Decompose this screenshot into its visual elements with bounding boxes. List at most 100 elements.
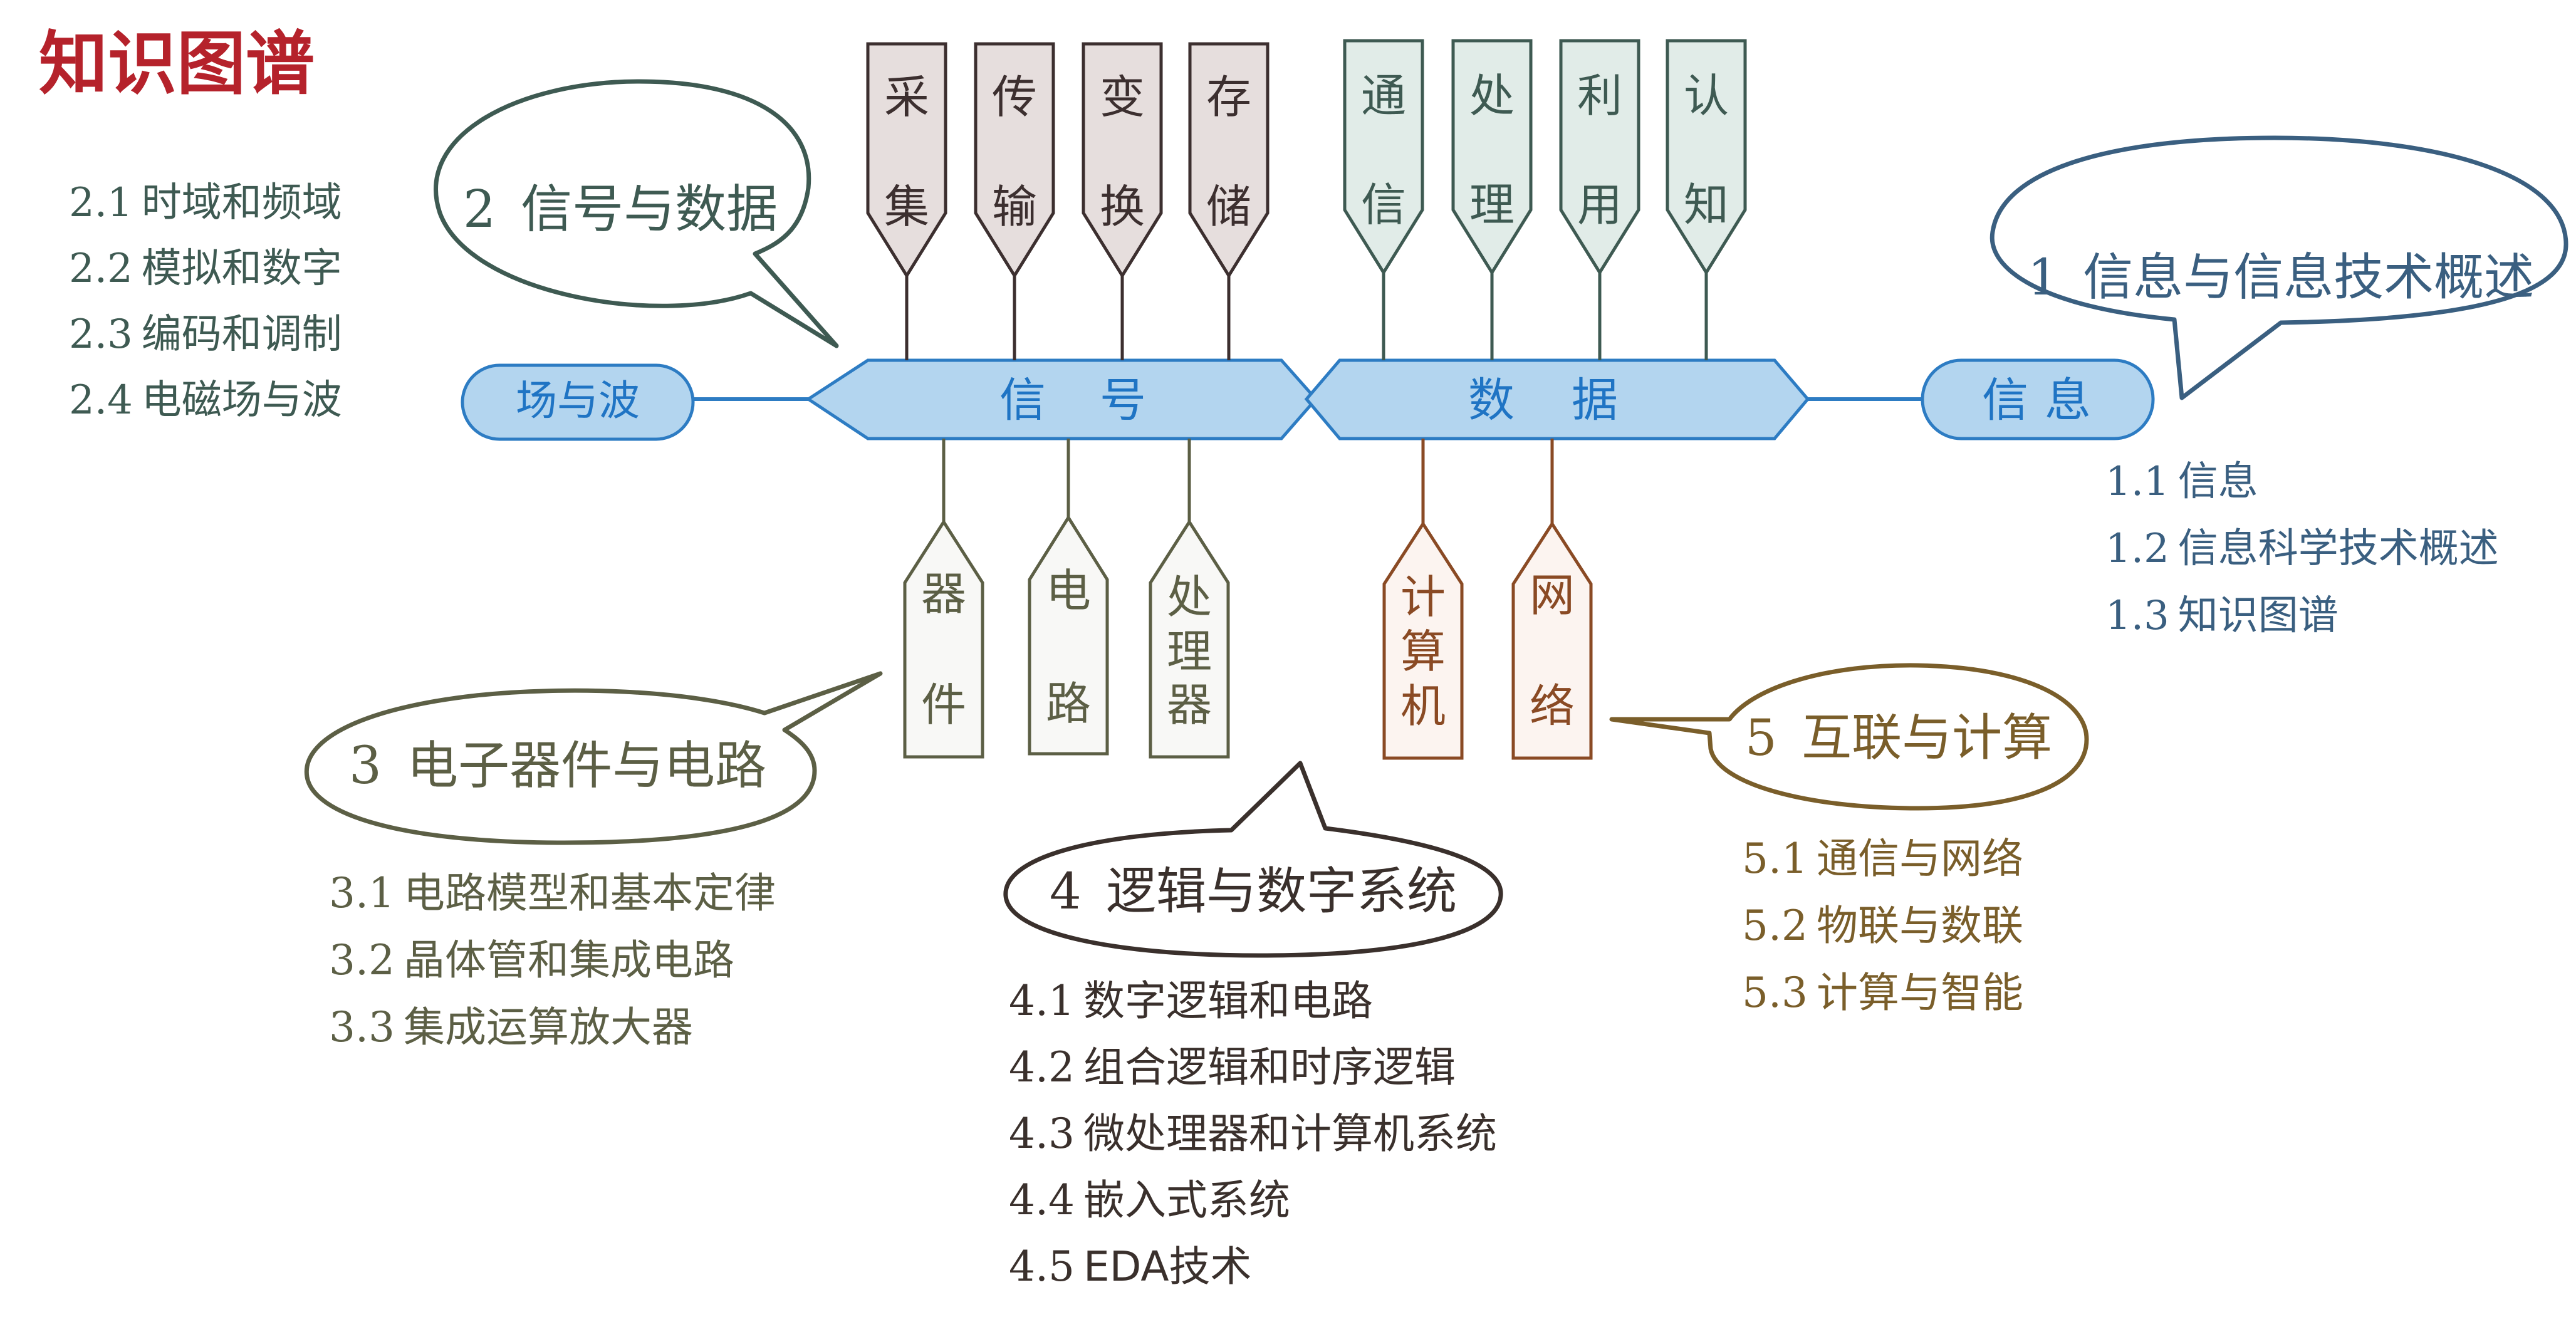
node-signal[interactable]: 信 号 — [805, 358, 1318, 440]
chapter-4-label: 逻辑与数字系统 — [1106, 862, 1457, 920]
tag-char: 处 — [1167, 571, 1212, 623]
tag-char: 理 — [1167, 625, 1212, 678]
spine: 场与波 信 号 数 据 信 息 — [461, 358, 2155, 441]
chapter-3-title: 3 电子器件与电路 — [349, 736, 766, 796]
tag-acquisition[interactable]: 采 集 — [866, 42, 947, 360]
tag-char: 通 — [1361, 70, 1406, 122]
tag-char: 知 — [1684, 179, 1729, 231]
chapter-4-callout[interactable]: 4 逻辑与数字系统 — [1003, 761, 1503, 958]
node-information-char-2: 息 — [2045, 373, 2091, 427]
chapter-2-title: 2 信号与数据 — [463, 180, 778, 239]
tag-network[interactable]: 网 络 — [1511, 439, 1593, 760]
chapter-1-title: 1 信息与信息技术概述 — [2028, 248, 2534, 306]
tag-computer[interactable]: 计 算 机 — [1382, 439, 1464, 760]
tag-char: 络 — [1530, 680, 1575, 732]
chapter-4-title: 4 逻辑与数字系统 — [1050, 862, 1457, 920]
node-data[interactable]: 数 据 — [1304, 358, 1810, 440]
tag-char: 用 — [1577, 179, 1622, 231]
node-field-and-wave-label: 场与波 — [516, 377, 640, 425]
bottom-tags-compute: 计 算 机 网 络 — [1382, 439, 1593, 760]
tag-storage[interactable]: 存 储 — [1188, 42, 1270, 360]
tag-communication[interactable]: 通 信 — [1343, 39, 1424, 360]
tag-transform[interactable]: 变 换 — [1082, 42, 1163, 360]
tag-char: 器 — [921, 568, 966, 620]
tag-char: 变 — [1100, 71, 1145, 123]
tag-char: 传 — [992, 71, 1037, 123]
page-title: 知识图谱 — [39, 24, 315, 104]
tag-char: 件 — [921, 679, 966, 731]
chapter-5-number: 5 — [1745, 709, 1777, 767]
node-signal-char-1: 信 — [999, 373, 1046, 427]
tag-cognition[interactable]: 认 知 — [1666, 39, 1747, 360]
chapter-3-callout[interactable]: 3 电子器件与电路 — [304, 671, 883, 845]
tag-transmission[interactable]: 传 输 — [974, 42, 1055, 360]
node-signal-char-2: 号 — [1100, 373, 1146, 427]
tag-char: 利 — [1577, 70, 1622, 122]
chapter-2-callout[interactable]: 2 信号与数据 — [434, 79, 839, 348]
chapter-2-number: 2 — [463, 180, 496, 239]
tag-char: 机 — [1400, 680, 1446, 732]
tag-char: 换 — [1100, 180, 1145, 233]
tag-char: 认 — [1684, 70, 1729, 122]
chapter-3-label: 电子器件与电路 — [407, 736, 766, 796]
tag-char: 存 — [1206, 71, 1251, 123]
tag-char: 集 — [884, 180, 929, 233]
chapter-5-title: 5 互联与计算 — [1745, 709, 2052, 767]
tag-devices[interactable]: 器 件 — [903, 439, 984, 759]
node-data-char-2: 据 — [1572, 373, 1618, 427]
chapter-3-number: 3 — [349, 736, 382, 796]
tag-char: 网 — [1530, 569, 1575, 622]
node-data-char-1: 数 — [1468, 373, 1515, 427]
tag-char: 算 — [1400, 625, 1446, 678]
tag-char: 输 — [992, 180, 1037, 233]
tag-char: 信 — [1361, 179, 1406, 231]
tag-char: 器 — [1167, 679, 1212, 731]
chapter-1-label: 信息与信息技术概述 — [2083, 248, 2534, 306]
chapter-5-callout[interactable]: 5 互联与计算 — [1609, 663, 2089, 811]
tag-char: 电 — [1046, 565, 1091, 617]
chapter-2-label: 信号与数据 — [521, 180, 778, 239]
tag-char: 路 — [1046, 677, 1091, 730]
tag-char: 计 — [1400, 571, 1446, 623]
node-information-char-1: 信 — [1982, 373, 2028, 427]
chapter-1-number: 1 — [2028, 248, 2060, 306]
node-information[interactable]: 信 息 — [1921, 358, 2155, 440]
chapter-1-callout[interactable]: 1 信息与信息技术概述 — [1989, 135, 2568, 400]
bottom-tags-circuit: 器 件 电 路 处 理 器 — [903, 439, 1230, 759]
tag-char: 处 — [1469, 70, 1515, 122]
node-field-and-wave[interactable]: 场与波 — [461, 363, 695, 441]
tag-processing[interactable]: 处 理 — [1451, 39, 1533, 360]
tag-utilization[interactable]: 利 用 — [1559, 39, 1640, 360]
top-tags-signal: 采 集 传 输 变 换 存 储 — [866, 42, 1270, 360]
tag-char: 理 — [1469, 179, 1515, 231]
tag-processor[interactable]: 处 理 器 — [1149, 439, 1230, 759]
chapter-4-number: 4 — [1050, 862, 1082, 920]
top-tags-data: 通 信 处 理 利 用 认 知 — [1343, 39, 1747, 360]
tag-circuits[interactable]: 电 路 — [1028, 439, 1109, 756]
chapter-5-label: 互联与计算 — [1802, 709, 2052, 767]
